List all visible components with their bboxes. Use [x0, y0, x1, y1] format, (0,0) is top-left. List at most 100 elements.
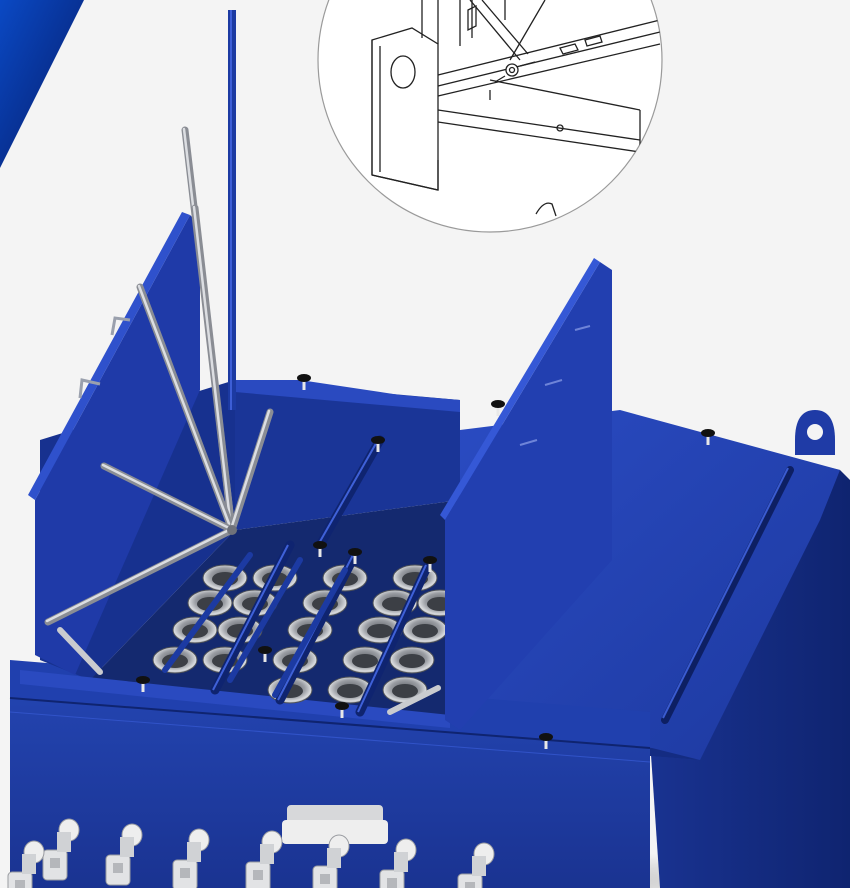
tube-bar	[315, 435, 385, 550]
filter-cup-opening	[399, 654, 425, 668]
clamp-knob	[297, 374, 311, 390]
clamp-knob	[701, 429, 715, 445]
corner-banner	[0, 0, 84, 168]
support-bar	[227, 557, 303, 683]
filter-cup-opening	[337, 684, 363, 698]
clamp-knob-stem	[340, 706, 344, 718]
pipe-fitting-neck	[187, 842, 201, 862]
clamp-knob-head	[313, 541, 327, 549]
pipe-fitting	[245, 830, 283, 888]
clamp-knob-head	[371, 436, 385, 444]
pipe-fitting-port	[387, 878, 397, 888]
clamp-knob-stem	[318, 545, 322, 557]
tube-bar-highlight	[317, 439, 379, 546]
front-seam-highlight	[9, 711, 651, 763]
clamp-knob-stem	[263, 650, 267, 662]
vertical-rod-highlight	[230, 10, 232, 410]
filter-housing	[0, 10, 850, 888]
left-door-edge	[28, 212, 190, 500]
pipe-fitting	[312, 834, 350, 888]
steel-rod-stub	[387, 685, 441, 715]
support-bar	[162, 552, 253, 673]
pipe-fitting-port	[465, 882, 475, 888]
center-door-slots	[519, 325, 591, 446]
housing-front	[10, 690, 650, 888]
clamp-knob	[539, 733, 553, 749]
tube-bar-group	[162, 435, 433, 717]
clamp-knob-head	[539, 733, 553, 741]
front-fitting-group	[7, 818, 495, 888]
clamp-knob	[423, 556, 437, 572]
clamp-knob-stem	[302, 378, 306, 390]
pipe-fitting-neck	[260, 844, 274, 864]
detail-line-drawing	[371, 0, 661, 217]
clamp-knob-group	[136, 374, 715, 749]
clamp-knob	[335, 702, 349, 718]
front-nameplate	[282, 805, 388, 844]
pipe-fitting-port	[253, 870, 263, 880]
steel-rod-pivot	[227, 525, 237, 535]
filter-cup	[327, 676, 373, 704]
filter-cup	[382, 676, 428, 704]
clamp-knob-stem	[428, 560, 432, 572]
clamp-knob-stem	[141, 680, 145, 692]
steel-rod-highlight	[229, 409, 271, 531]
pipe-fitting	[7, 840, 45, 888]
clamp-knob	[491, 400, 505, 416]
steel-rod-stub	[57, 627, 103, 675]
clamp-knob-stem	[706, 433, 710, 445]
filter-cup	[389, 646, 435, 674]
pipe-fitting-neck	[57, 832, 71, 852]
clamp-knob-head	[258, 646, 272, 654]
clamp-knob-stem	[353, 552, 357, 564]
center-door	[440, 258, 612, 730]
clamp-knob-head	[335, 702, 349, 710]
clamp-knob	[371, 436, 385, 452]
clamp-knob-head	[297, 374, 311, 382]
pipe-fitting-neck	[394, 852, 408, 872]
lid-rail-highlight	[662, 467, 789, 719]
support-bar	[272, 567, 348, 698]
tube-bar-highlight	[212, 544, 289, 691]
tube-bar	[355, 560, 433, 717]
clamp-knob	[313, 541, 327, 557]
nameplate-front	[282, 820, 388, 844]
pipe-fitting-port	[15, 880, 25, 888]
steel-rod-highlight	[192, 205, 233, 531]
pipe-fitting	[42, 818, 80, 881]
tube-bar	[210, 540, 295, 695]
clamp-knob-head	[136, 676, 150, 684]
clamp-knob-head	[701, 429, 715, 437]
pipe-fitting-port	[180, 868, 190, 878]
pipe-fitting-neck	[22, 854, 36, 874]
clamp-knob	[348, 548, 362, 564]
pipe-fitting-neck	[327, 848, 341, 868]
pipe-fitting-neck	[120, 837, 134, 857]
filter-cup	[342, 646, 388, 674]
chamber-back-rim	[235, 380, 460, 412]
pipe-fitting	[457, 842, 495, 888]
pipe-fitting-neck	[472, 856, 486, 876]
clamp-knob-stem	[544, 737, 548, 749]
center-door-panel	[445, 262, 612, 730]
steel-rod-highlight	[137, 284, 233, 531]
clamp-knob-stem	[376, 440, 380, 452]
tube-bar-highlight	[357, 564, 427, 713]
left-door-hinges	[78, 316, 131, 399]
filter-cup-opening	[382, 597, 408, 611]
chamber-back-wall	[235, 380, 460, 530]
filter-cup-opening	[412, 624, 438, 638]
steel-rod	[228, 408, 274, 534]
pipe-fitting-port	[320, 874, 330, 884]
filter-cup-opening	[367, 624, 393, 638]
clamp-knob	[136, 676, 150, 692]
center-door-edge	[440, 258, 600, 520]
pipe-fitting	[105, 823, 143, 886]
lifting-lug-hole	[807, 424, 823, 440]
clamp-knob-stem	[496, 404, 500, 416]
filter-cup-opening	[392, 684, 418, 698]
filter-cup	[402, 616, 448, 644]
clamp-knob-head	[423, 556, 437, 564]
